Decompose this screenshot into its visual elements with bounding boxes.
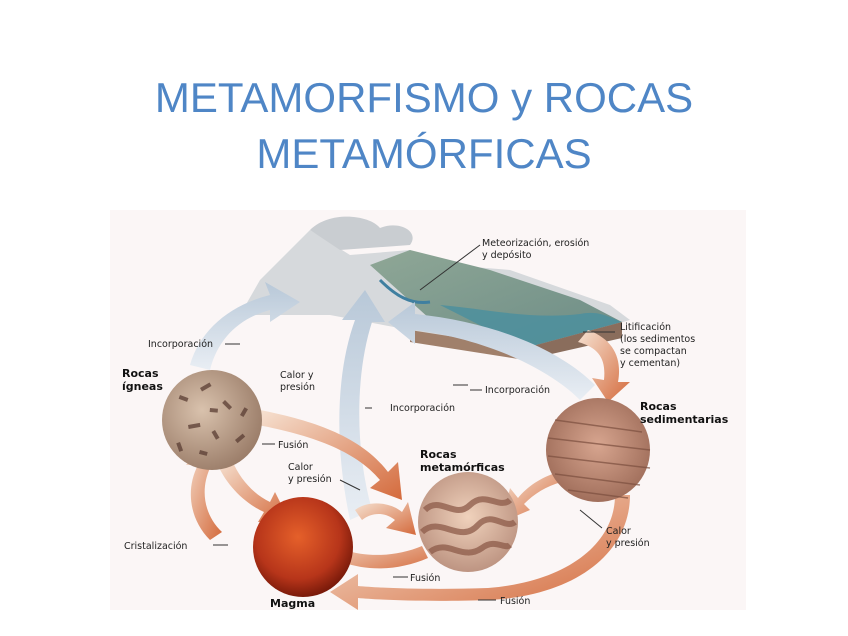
sedimentary-rock <box>546 398 650 502</box>
igneous-label: Rocas ígneas <box>122 367 163 393</box>
incorporation-label-right: Incorporación <box>485 385 550 396</box>
magma-sphere <box>253 497 353 597</box>
title-line-1: METAMORFISMO y ROCAS <box>0 70 848 126</box>
incorporation-label-left: Incorporación <box>148 339 213 350</box>
fusion-top-label: Fusión <box>278 440 308 451</box>
igneous-rock <box>162 370 262 470</box>
incorporation-label-mid: Incorporación <box>390 403 455 414</box>
slide-title: METAMORFISMO y ROCAS METAMÓRFICAS <box>0 70 848 182</box>
heat-pressure-top-label: Calor y presión <box>280 370 317 393</box>
crystallization-label: Cristalización <box>124 541 187 552</box>
rock-cycle-diagram: Meteorización, erosión y depósito Litifi… <box>110 210 746 610</box>
title-line-2: METAMÓRFICAS <box>0 126 848 182</box>
magma-label: Magma <box>270 597 315 610</box>
metamorphic-rock <box>418 472 518 572</box>
fusion-bottom-label: Fusión <box>500 596 530 607</box>
fusion-mid-label: Fusión <box>410 573 440 584</box>
